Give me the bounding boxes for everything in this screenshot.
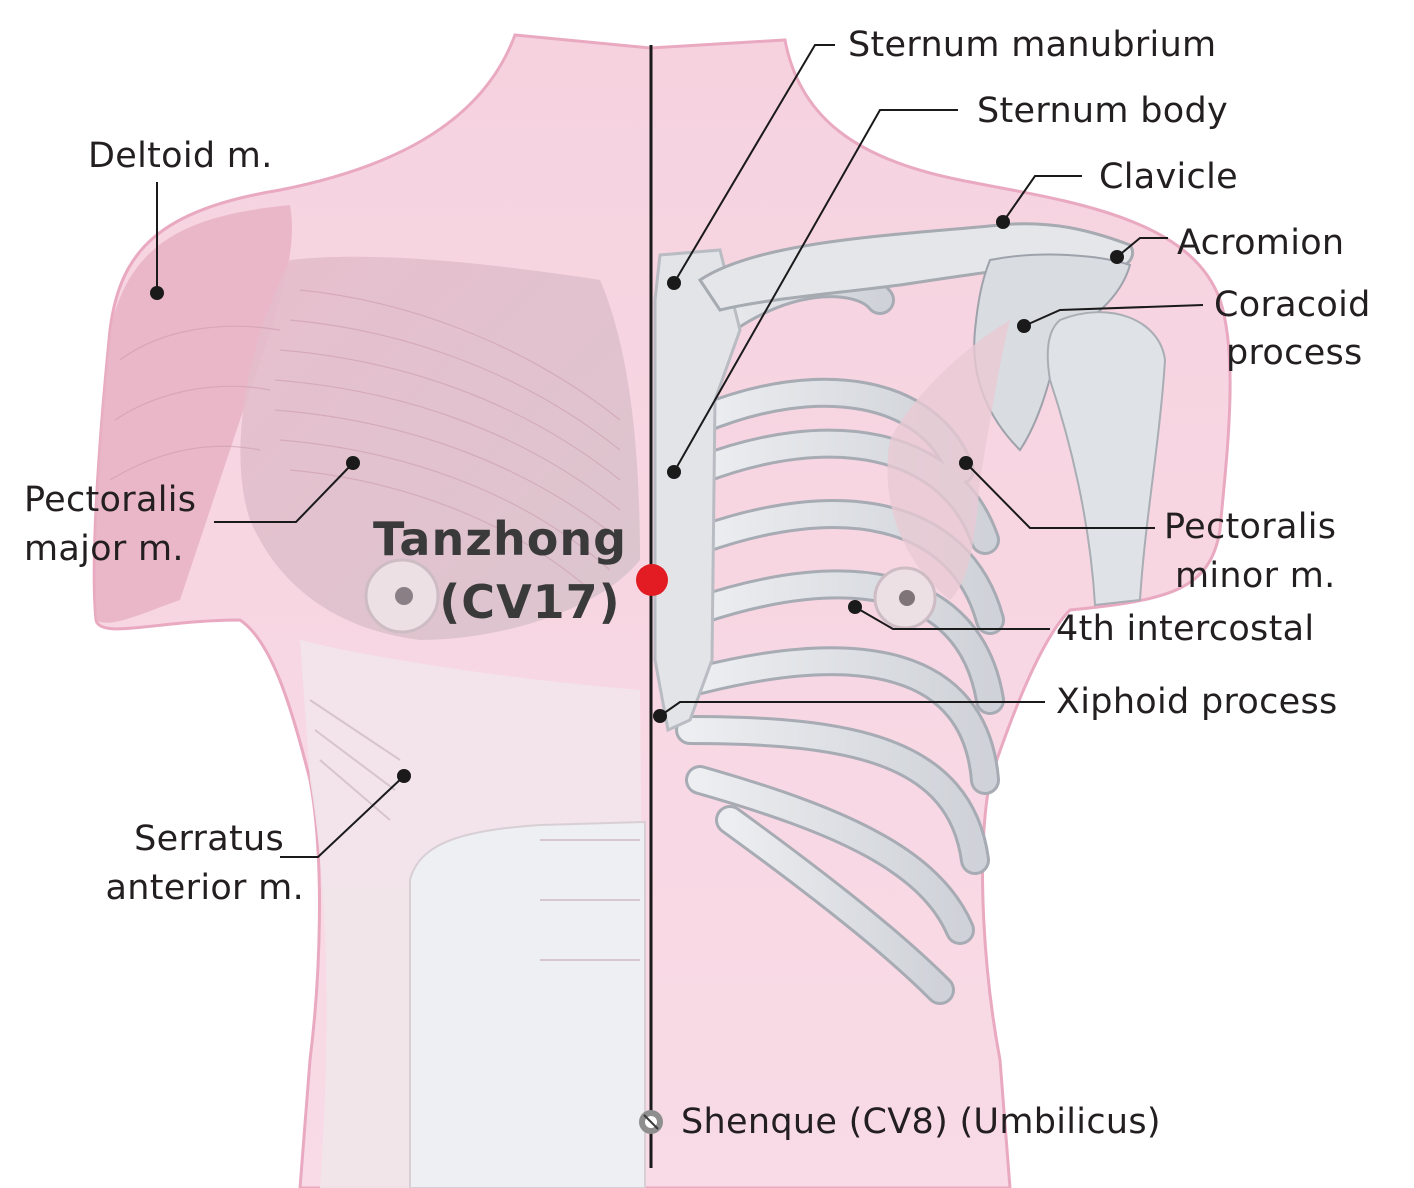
left-nipple-icon [364,558,440,634]
label-deltoid: Deltoid m. [88,136,273,176]
right-nipple-icon [873,566,937,630]
label-coracoid-line1: Coracoid [1214,285,1371,325]
label-coracoid-line2: process [1226,333,1363,373]
label-pectoralis-minor-line2: minor m. [1175,556,1336,596]
label-acromion: Acromion [1177,223,1345,263]
leader-dots [150,215,1124,783]
label-sternum-body: Sternum body [977,91,1228,131]
acupoint-name: Tanzhong [372,512,628,566]
pectoralis-major-muscle [240,256,641,640]
acupoint-marker-icon [636,564,668,596]
acupoint-code: (CV17) [439,575,621,629]
label-pectoralis-minor-line1: Pectoralis [1164,507,1337,547]
label-4th-intercostal: 4th intercostal [1056,609,1315,649]
label-serratus-line2: anterior m. [105,868,304,908]
muscle-fibers [109,289,621,591]
humerus-bone [1046,311,1167,607]
pectoralis-minor-muscle [887,320,1010,600]
leader-lines [156,44,1204,858]
rectus-sheath [409,820,646,1188]
label-shenque: Shenque (CV8) (Umbilicus) [681,1102,1161,1142]
navel-icon [639,1110,663,1134]
serratus-digitations [309,699,640,961]
label-sternum-manubrium: Sternum manubrium [848,25,1217,65]
label-pectoralis-major-line2: major m. [24,529,184,569]
deltoid-muscle [94,205,292,623]
label-serratus-line1: Serratus [134,819,284,859]
label-clavicle: Clavicle [1099,157,1238,197]
label-pectoralis-major-line1: Pectoralis [24,480,197,520]
label-xiphoid: Xiphoid process [1056,682,1338,722]
